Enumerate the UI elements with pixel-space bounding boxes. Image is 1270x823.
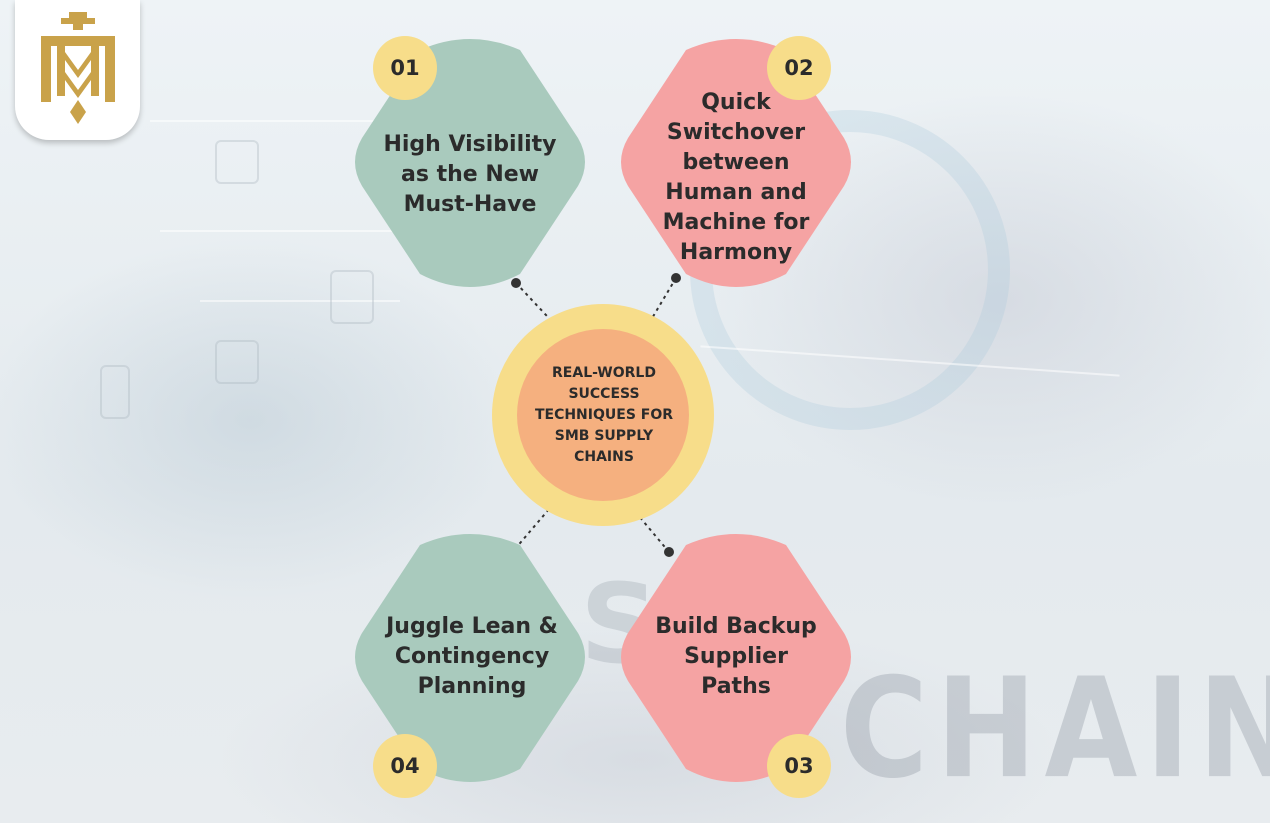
connector-dot-03 <box>664 547 674 557</box>
hexagon-01 <box>355 39 585 287</box>
item-03-text: Build Backup Supplier Paths <box>655 614 817 699</box>
badge-01: 01 <box>373 36 437 100</box>
hexagon-02 <box>621 39 851 287</box>
background-line <box>160 230 420 232</box>
badge-03: 03 <box>767 734 831 798</box>
center-title: REAL-WORLD SUCCESS TECHNIQUES FOR SMB SU… <box>534 364 674 465</box>
background-line <box>150 120 450 122</box>
crown-logo-icon <box>41 12 115 124</box>
background-warehouse-icon <box>330 270 374 324</box>
background-tool-icon <box>215 140 259 184</box>
hexagon-04 <box>355 534 585 782</box>
connector-dot-01 <box>511 278 521 288</box>
background-word: CHAIN <box>840 649 1270 810</box>
badge-02: 02 <box>767 36 831 100</box>
item-04-text: Juggle Lean & Contingency Planning <box>386 614 558 699</box>
connector-04 <box>514 507 551 550</box>
badge-04: 04 <box>373 734 437 798</box>
center-circle-inner <box>517 329 689 501</box>
background-line <box>200 300 400 302</box>
background-document-icon <box>100 365 130 419</box>
item-01-text: High Visibility as the New Must-Have <box>383 132 557 217</box>
logo <box>15 0 140 140</box>
item-02-text: Quick Switchover between Human and Machi… <box>662 90 810 265</box>
connector-dot-02 <box>671 273 681 283</box>
connector-03 <box>637 514 670 553</box>
background-factory-icon <box>215 340 259 384</box>
hexagon-03 <box>621 534 851 782</box>
